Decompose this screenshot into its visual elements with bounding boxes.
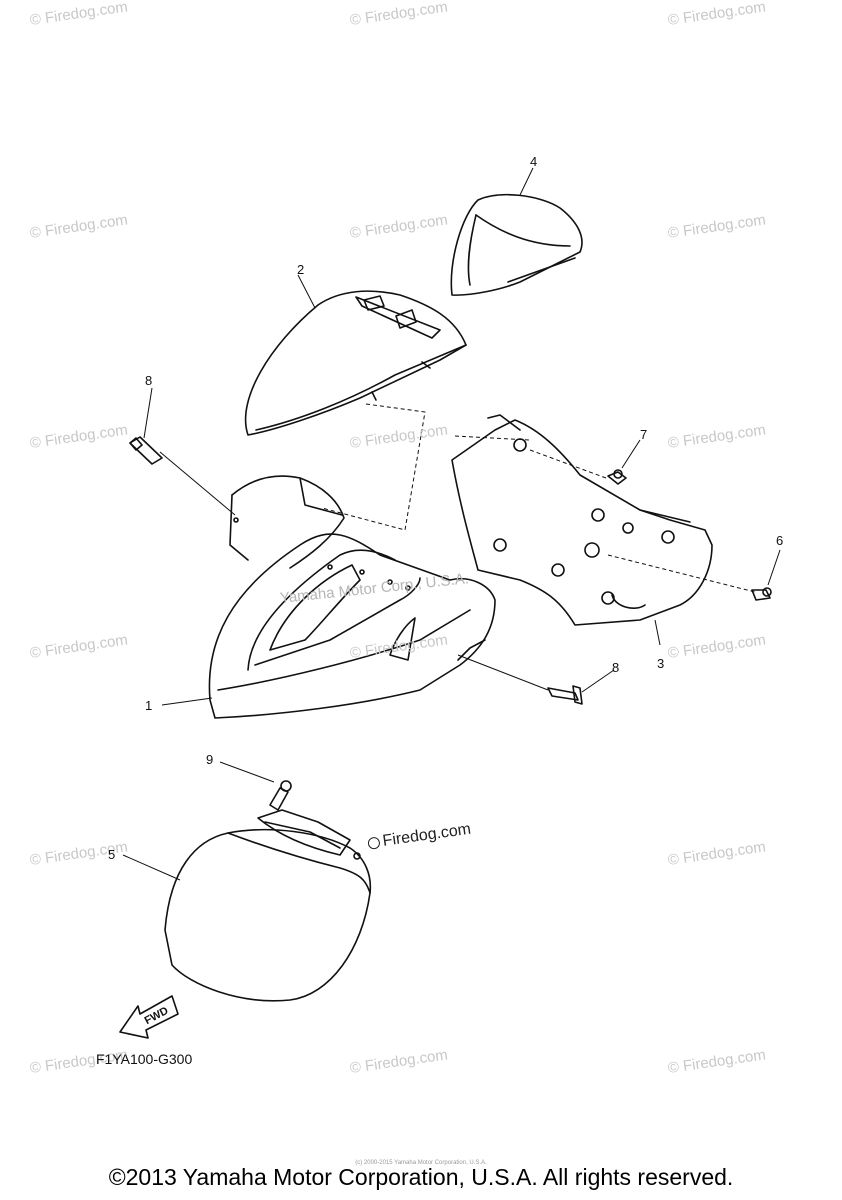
part-5-front-fender [164, 809, 372, 1002]
assembly-guide-lines [321, 403, 756, 593]
callout-2: 2 [297, 262, 305, 277]
callout-8: 8 [612, 660, 620, 675]
callout-8: 8 [145, 373, 153, 388]
part-2-visor [244, 290, 467, 436]
copyright-footer: ©2013 Yamaha Motor Corporation, U.S.A. A… [108, 1164, 734, 1190]
part-3-inner-panel [451, 414, 713, 626]
fwd-arrow [119, 995, 179, 1039]
fastener-9 [269, 780, 292, 811]
diagram-code: F1YA100-G300 [96, 1051, 193, 1067]
callout-1: 1 [145, 698, 153, 713]
copyright-circle-icon [367, 836, 381, 850]
fastener-8-upper [129, 436, 163, 465]
callout-5: 5 [108, 847, 116, 862]
callout-6: 6 [776, 533, 784, 548]
part-4-top-cover [450, 193, 583, 296]
fastener-6 [751, 587, 772, 601]
part-1-front-cowling [208, 475, 496, 719]
fastener-7 [607, 469, 627, 485]
fine-print: (c) 2000-2015 Yamaha Motor Corporation, … [355, 1160, 487, 1166]
callout-4: 4 [530, 154, 538, 169]
leader-lines [122, 167, 781, 881]
callout-3: 3 [657, 656, 665, 671]
fastener-8-lower [547, 685, 583, 705]
callout-7: 7 [640, 427, 648, 442]
callout-9: 9 [206, 752, 214, 767]
